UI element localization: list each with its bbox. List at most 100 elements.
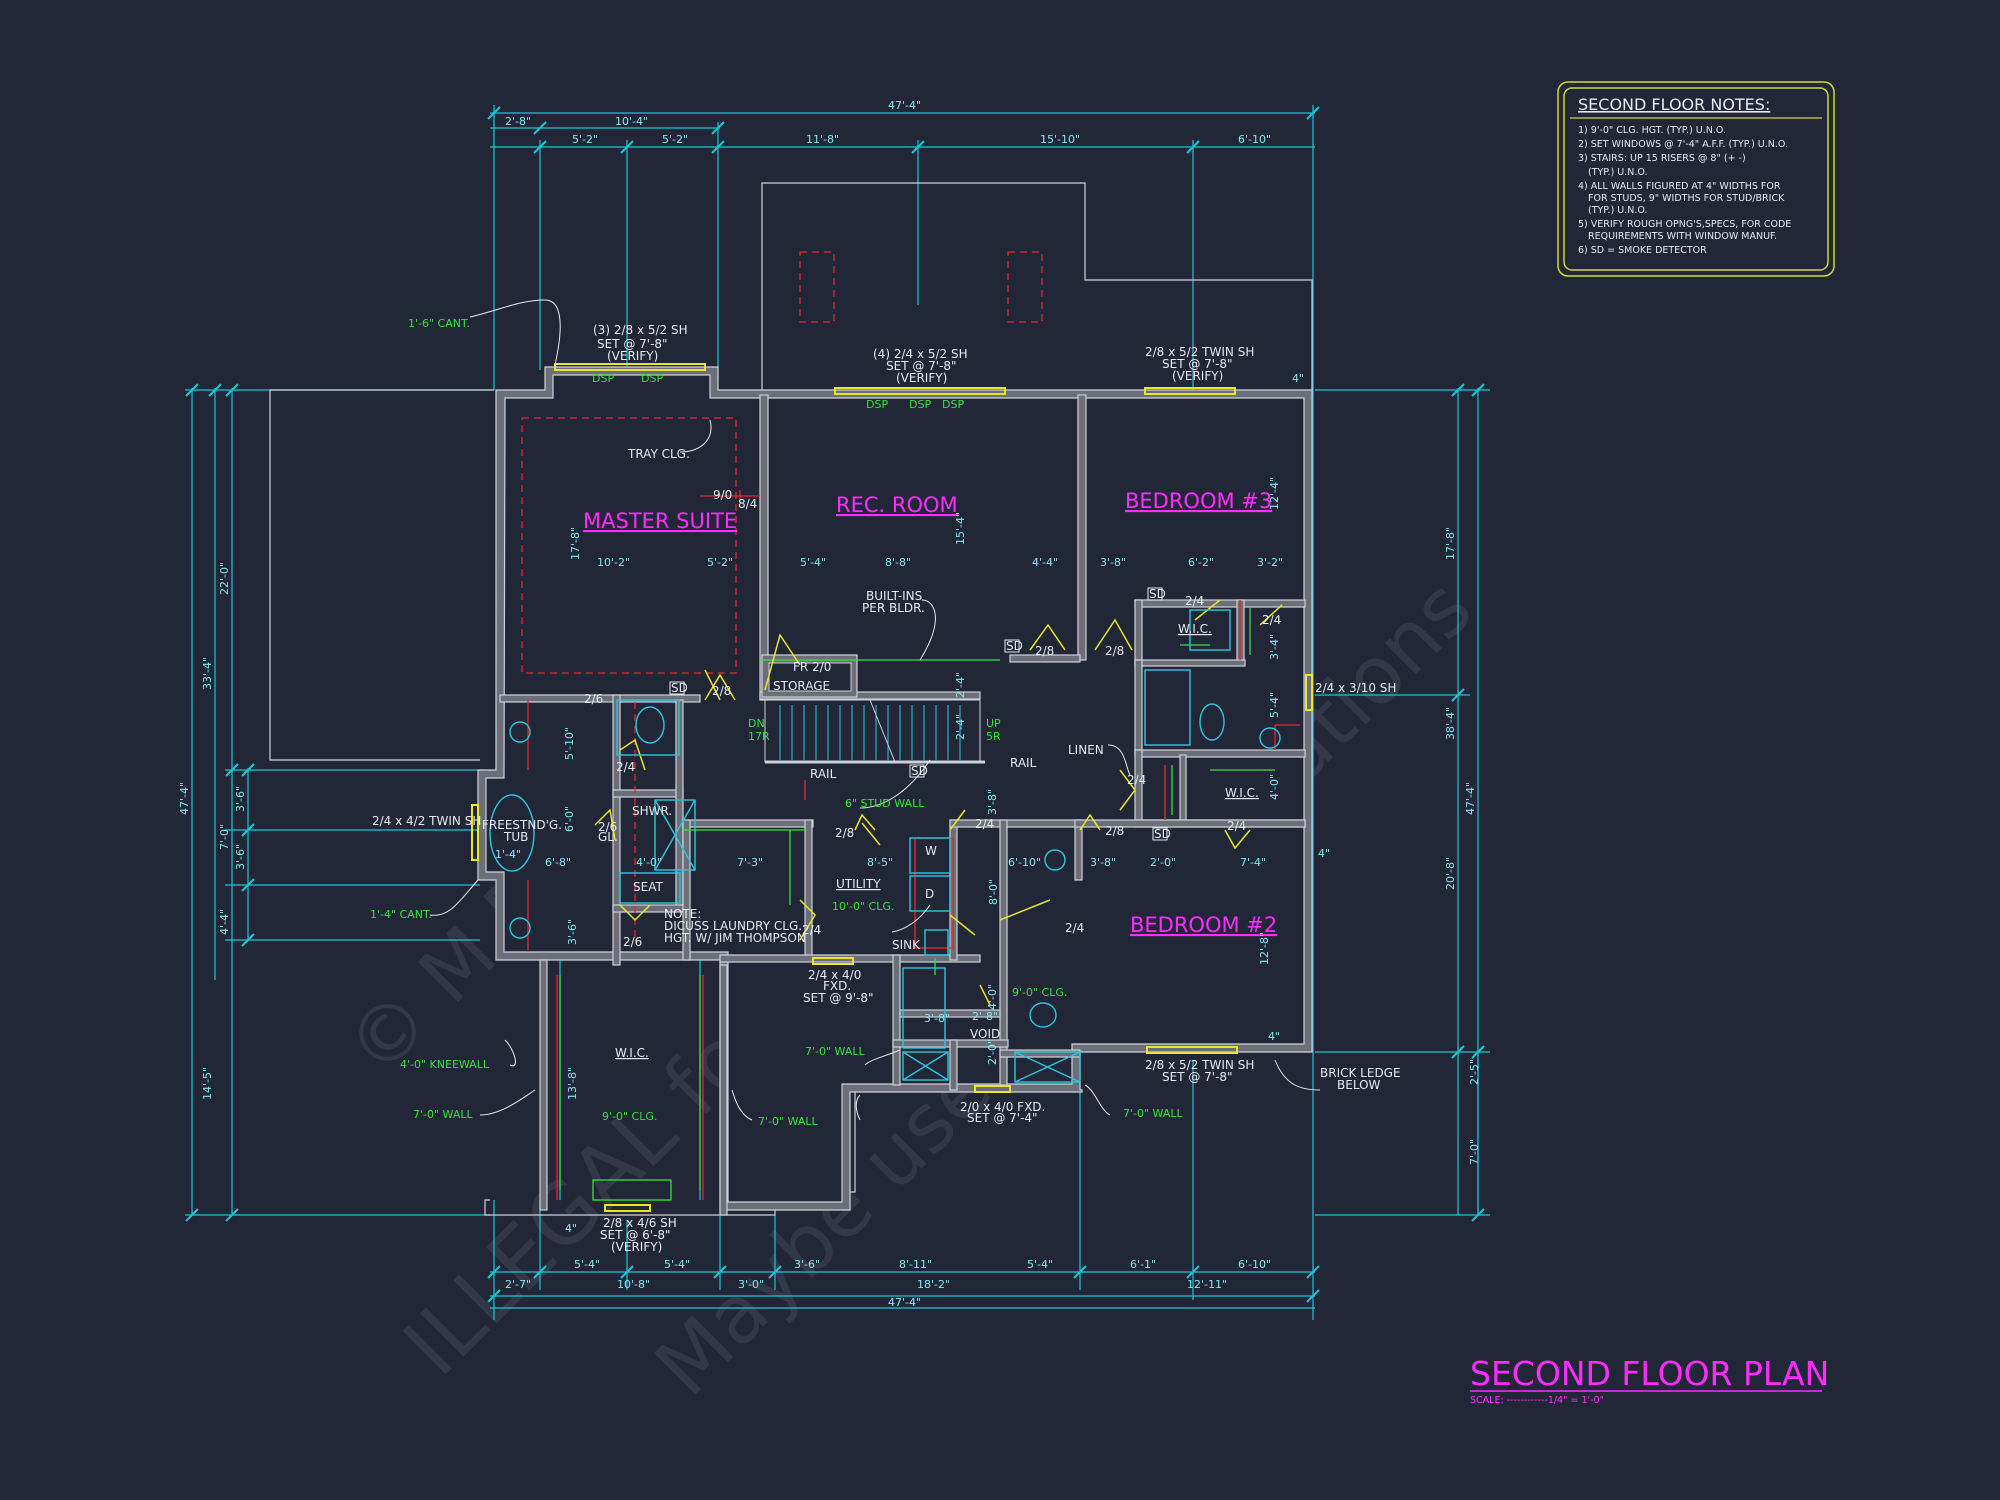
dim-top: 11'-8" bbox=[806, 133, 839, 146]
door-label: 2/8 bbox=[712, 684, 731, 698]
dim-right: 17'-8" bbox=[1444, 527, 1457, 560]
sd-label-2: SD bbox=[1006, 639, 1023, 653]
void-label: VOID bbox=[970, 1027, 1000, 1041]
note-line: FOR STUDS, 9" WIDTHS FOR STUD/BRICK bbox=[1588, 193, 1785, 204]
window-3-size: 2/8 x 5/2 TWIN SH bbox=[1145, 345, 1254, 359]
window-1-verify: (VERIFY) bbox=[607, 349, 658, 363]
windows bbox=[471, 363, 1313, 1212]
dim-left-overall: 47'-4" bbox=[178, 782, 191, 815]
door-label: 2/4 bbox=[616, 760, 635, 774]
wic-label-bed3: W.I.C. bbox=[1178, 622, 1212, 636]
dim-interior: 4'-0" bbox=[636, 856, 662, 869]
wall-note-2: 7'-0" WALL bbox=[758, 1115, 818, 1128]
dim-bottom: 3'-0" bbox=[738, 1278, 764, 1291]
dim-right: 2'-5" bbox=[1468, 1059, 1481, 1085]
dim-bottom: 10'-8" bbox=[617, 1278, 650, 1291]
wic-label-bed2: W.I.C. bbox=[1225, 786, 1259, 800]
note-line: REQUIREMENTS WITH WINDOW MANUF. bbox=[1588, 231, 1777, 242]
dim-interior: 5'-4" bbox=[1268, 692, 1281, 718]
door-label: 2/4 bbox=[975, 817, 994, 831]
window-8-set: SET @ 7'-8" bbox=[1162, 1070, 1233, 1084]
dim-interior: 4" bbox=[1268, 1030, 1280, 1043]
plan-scale: SCALE: ------------1/4" = 1'-0" bbox=[1470, 1395, 1604, 1406]
stair-up: UP bbox=[986, 717, 1001, 730]
dim-interior: 6'-0" bbox=[563, 806, 576, 832]
window-6-size: 2/4 x 4/0 bbox=[808, 968, 861, 982]
plan-title: SECOND FLOOR PLAN bbox=[1470, 1354, 1829, 1393]
plumbing-fixtures bbox=[489, 609, 1281, 1083]
dim-interior: 8'-0" bbox=[987, 879, 1000, 905]
window-5-size: 2/4 x 4/2 TWIN SH bbox=[372, 814, 481, 828]
dim-interior: 4'-4" bbox=[1032, 556, 1058, 569]
dim-interior: 6'-8" bbox=[545, 856, 571, 869]
window-3-set: SET @ 7'-8" bbox=[1162, 357, 1233, 371]
door-label: 2/4 bbox=[1262, 613, 1281, 627]
cant-note-side: 1'-4" CANT. bbox=[370, 908, 432, 921]
note-line: 3) STAIRS: UP 15 RISERS @ 8" (+ -) bbox=[1578, 153, 1746, 164]
window-9-set: SET @ 6'-8" bbox=[600, 1228, 671, 1242]
door-label: 9/0 bbox=[713, 488, 732, 502]
sd-label-1: SD bbox=[671, 681, 688, 695]
second-floor-notes-box: SECOND FLOOR NOTES: 1) 9'-0" CLG. HGT. (… bbox=[1557, 81, 1835, 277]
dim-interior: 5'-4" bbox=[800, 556, 826, 569]
window-2-verify: (VERIFY) bbox=[896, 371, 947, 385]
door-label: 2/4 bbox=[1127, 773, 1146, 787]
dim-interior: 4'-0" bbox=[1268, 774, 1281, 800]
dimension-text: 47'-4" 2'-8" 10'-4" 5'-2" 5'-2" 11'-8" 1… bbox=[178, 99, 1481, 1309]
door-label: 2/8 bbox=[835, 826, 854, 840]
dsp-2: DSP bbox=[641, 372, 663, 385]
dim-interior: 3'-8" bbox=[1100, 556, 1126, 569]
dim-left: 14'-5" bbox=[201, 1067, 214, 1100]
clg-9b-note: 9'-0" CLG. bbox=[1012, 986, 1067, 999]
door-size-labels: 9/0 8/4 2/6 2/8 2/4 2/6 2/6 2/8 2/4 2/8 … bbox=[584, 488, 1281, 949]
stud-wall-note: 6" STUD WALL bbox=[845, 797, 925, 810]
dim-interior: 4'-0" bbox=[986, 984, 999, 1010]
dim-interior: 6'-10" bbox=[1008, 856, 1041, 869]
laundry-note-2: DICUSS LAUNDRY CLG. bbox=[664, 919, 802, 933]
seat-label: SEAT bbox=[633, 880, 663, 894]
lower-roof-outlines bbox=[269, 182, 1313, 1216]
dim-left: 4'-4" bbox=[218, 909, 231, 935]
dim-overall-bottom: 47'-4" bbox=[888, 1296, 921, 1309]
note-line: 1) 9'-0" CLG. HGT. (TYP.) U.N.O. bbox=[1578, 125, 1726, 136]
window-6-set: SET @ 9'-8" bbox=[803, 991, 874, 1005]
dim-right: 7'-0" bbox=[1468, 1139, 1481, 1165]
tray-clg-label: TRAY CLG. bbox=[627, 447, 690, 461]
window-1-size: (3) 2/8 x 5/2 SH bbox=[593, 323, 688, 337]
window-2-size: (4) 2/4 x 5/2 SH bbox=[873, 347, 968, 361]
stair-up-risers: 5R bbox=[986, 730, 1001, 743]
dim-interior: 7'-3" bbox=[737, 856, 763, 869]
window-9-verify: (VERIFY) bbox=[611, 1240, 662, 1254]
dsp-4: DSP bbox=[909, 398, 931, 411]
sink-label: SINK bbox=[892, 938, 921, 952]
window-4-size: 2/4 x 3/10 SH bbox=[1315, 681, 1396, 695]
dim-bottom: 6'-10" bbox=[1238, 1258, 1271, 1271]
wall-note-3: 7'-0" WALL bbox=[805, 1045, 865, 1058]
notes-heading: SECOND FLOOR NOTES: bbox=[1578, 95, 1770, 114]
dim-interior: 4" bbox=[1292, 372, 1304, 385]
dim-interior: 4" bbox=[1318, 847, 1330, 860]
dim-interior: 2'-8" bbox=[972, 1010, 998, 1023]
green-tags: DSP DSP DSP DSP DSP DN 17R UP 5R bbox=[592, 372, 1001, 743]
dim-interior: 2'-0" bbox=[1150, 856, 1176, 869]
dsp-1: DSP bbox=[592, 372, 614, 385]
dim-interior: 4" bbox=[565, 1222, 577, 1235]
dim-interior: 17'-8" bbox=[569, 527, 582, 560]
window-3-verify: (VERIFY) bbox=[1172, 369, 1223, 383]
dim-bottom: 5'-4" bbox=[1027, 1258, 1053, 1271]
dim-interior: 3'-8" bbox=[1090, 856, 1116, 869]
rail-label-2: RAIL bbox=[1010, 756, 1037, 770]
brick-ledge-label-2: BELOW bbox=[1337, 1078, 1381, 1092]
laundry-note-3: HGT. W/ JIM THOMPSON bbox=[664, 931, 806, 945]
clg-9-note: 9'-0" CLG. bbox=[602, 1110, 657, 1123]
dim-top: 5'-2" bbox=[662, 133, 688, 146]
shwr-label: SHWR. bbox=[632, 804, 672, 818]
dim-bottom: 8'-11" bbox=[899, 1258, 932, 1271]
note-line: 6) SD = SMOKE DETECTOR bbox=[1578, 245, 1707, 256]
tub-label-2: TUB bbox=[503, 830, 528, 844]
stair-dn-risers: 17R bbox=[748, 730, 770, 743]
note-line: 4) ALL WALLS FIGURED AT 4" WIDTHS FOR bbox=[1578, 181, 1781, 192]
built-ins-label-2: PER BLDR. bbox=[862, 601, 925, 615]
dsp-3: DSP bbox=[866, 398, 888, 411]
door-label: 2/4 bbox=[1065, 921, 1084, 935]
